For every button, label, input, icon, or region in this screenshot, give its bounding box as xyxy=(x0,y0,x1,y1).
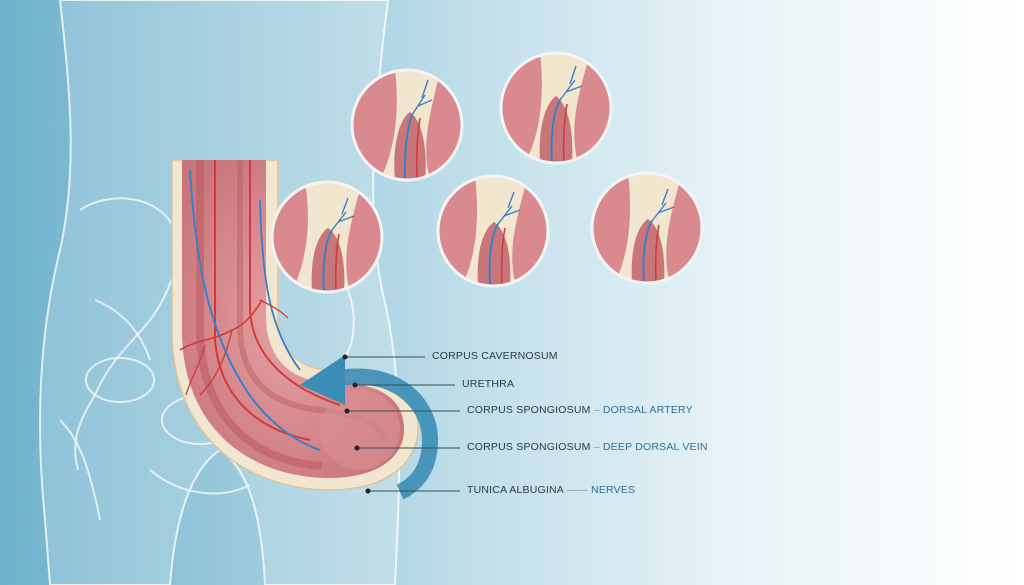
label-main: CORPUS SPONGIOSUM xyxy=(467,441,591,453)
label-deep-dorsal-vein: CORPUS SPONGIOSUM – DEEP DORSAL VEIN xyxy=(467,441,708,453)
label-tunica-albugina: TUNICA ALBUGINA —— NERVES xyxy=(467,484,635,496)
label-separator: —— xyxy=(566,484,588,496)
label-sub: NERVES xyxy=(591,484,636,496)
magnified-view-2 xyxy=(499,51,613,165)
label-separator: – xyxy=(593,441,600,453)
magnified-view-3 xyxy=(270,180,384,294)
label-main: CORPUS CAVERNOSUM xyxy=(432,350,558,362)
curved-arrow-icon xyxy=(300,355,439,500)
magnified-view-5 xyxy=(590,171,704,285)
label-urethra: URETHRA xyxy=(462,378,514,390)
label-sub: DORSAL ARTERY xyxy=(602,404,693,416)
label-main: TUNICA ALBUGINA xyxy=(467,484,564,496)
main-structure xyxy=(171,159,419,491)
magnified-view-1 xyxy=(350,68,464,182)
leader-lines xyxy=(345,356,460,492)
leader-dots xyxy=(342,354,371,494)
label-corpus-cavernosum: CORPUS CAVERNOSUM xyxy=(432,350,558,362)
label-dorsal-artery: CORPUS SPONGIOSUM – DORSAL ARTERY xyxy=(467,404,693,416)
magnified-view-4 xyxy=(436,174,550,288)
label-main: CORPUS SPONGIOSUM xyxy=(467,404,591,416)
label-main: URETHRA xyxy=(462,378,515,390)
label-separator: – xyxy=(593,404,600,416)
label-sub: DEEP DORSAL VEIN xyxy=(602,441,708,453)
